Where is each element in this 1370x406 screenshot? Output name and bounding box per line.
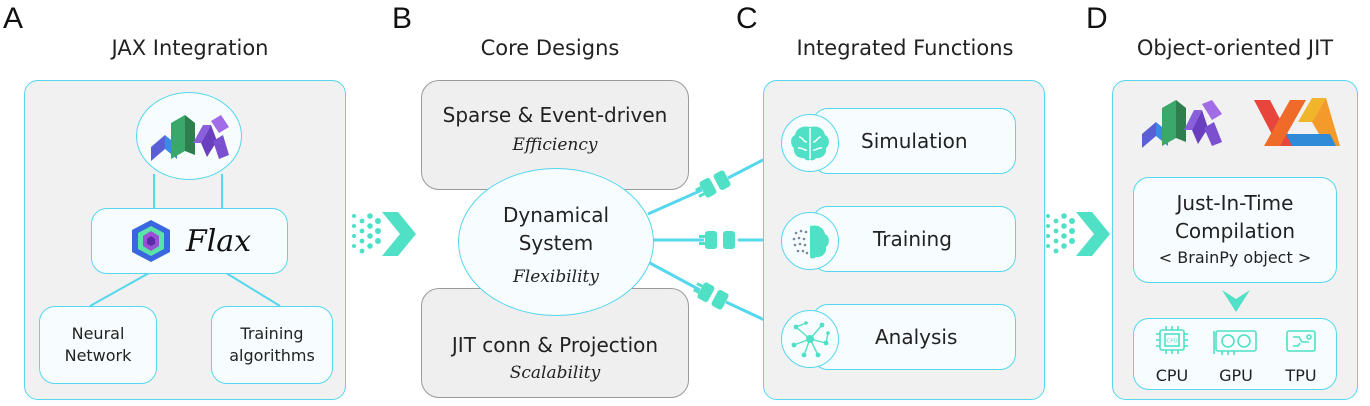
cpu-chip-label: CPU — [1166, 339, 1177, 345]
simulation-label: Simulation — [861, 129, 968, 153]
jax-logo-circle — [136, 92, 242, 180]
training-box: Training — [812, 206, 1016, 272]
jax-logo-icon — [1142, 100, 1222, 148]
tpu-label: TPU — [1285, 366, 1317, 385]
cpu-label: CPU — [1155, 366, 1189, 385]
network-icon-circle — [781, 310, 839, 368]
jax-logo-icon — [151, 115, 229, 161]
panel-c-title: Integrated Functions — [796, 36, 1014, 60]
analysis-label: Analysis — [875, 325, 958, 349]
gpu-icon — [1213, 330, 1257, 355]
training-label: Training — [873, 227, 952, 251]
panel-letter-a: A — [3, 2, 24, 35]
brain-icon — [791, 126, 829, 161]
jit-line2: Compilation — [1174, 219, 1296, 243]
cpu-icon: CPU — [1156, 326, 1188, 354]
panel-letter-d: D — [1086, 2, 1108, 35]
jit-conn-projection-box: JIT conn & Projection Scalability — [421, 288, 689, 398]
flexibility-label: Flexibility — [513, 267, 599, 287]
neural-network-box: Neural Network — [39, 306, 157, 384]
plug-icon — [692, 282, 729, 310]
network-icon — [791, 321, 830, 358]
jit-line1: Just-In-Time — [1176, 191, 1294, 215]
panel-letter-b: B — [392, 2, 413, 35]
chevron-right-icon — [352, 212, 416, 256]
panel-letter-c: C — [736, 2, 758, 35]
flax-label: Flax — [185, 223, 252, 259]
analysis-box: Analysis — [812, 304, 1016, 370]
flax-box: Flax — [91, 208, 288, 274]
xla-logo-icon — [1254, 98, 1340, 146]
brainpy-object-label: < BrainPy object > — [1158, 248, 1312, 267]
training-algorithms-box: Training algorithms — [211, 306, 333, 384]
neural-network-label: Neural Network — [64, 324, 132, 365]
sparse-event-driven-label: Sparse & Event-driven — [442, 103, 668, 127]
scalability-label: Scalability — [509, 363, 601, 383]
training-algorithms-label: Training algorithms — [229, 324, 315, 365]
flax-logo-icon — [131, 220, 170, 262]
brain-icon-circle — [781, 114, 839, 172]
brain-dots-icon — [792, 225, 829, 259]
plug-icon — [699, 231, 735, 249]
jit-compilation-box: Just-In-Time Compilation < BrainPy objec… — [1133, 177, 1337, 283]
panel-b-title: Core Designs — [480, 36, 620, 60]
panel-a-title: JAX Integration — [111, 36, 269, 60]
brain-dots-icon-circle — [781, 212, 839, 270]
dynamical-system-text: Dynamical System — [502, 203, 609, 255]
plug-icon — [694, 170, 731, 198]
efficiency-label: Efficiency — [512, 135, 598, 155]
simulation-box: Simulation — [812, 108, 1016, 174]
tpu-icon — [1286, 330, 1316, 352]
gpu-label: GPU — [1219, 366, 1253, 385]
dynamical-system-label: Dynamical System — [459, 201, 653, 257]
jit-conn-projection-label: JIT conn & Projection — [451, 333, 659, 357]
panel-d-title: Object-oriented JIT — [1136, 36, 1334, 60]
chevron-right-icon — [1046, 212, 1110, 256]
chevron-down-icon — [1222, 290, 1250, 312]
dynamical-system-ellipse: Dynamical System Flexibility — [458, 168, 654, 316]
